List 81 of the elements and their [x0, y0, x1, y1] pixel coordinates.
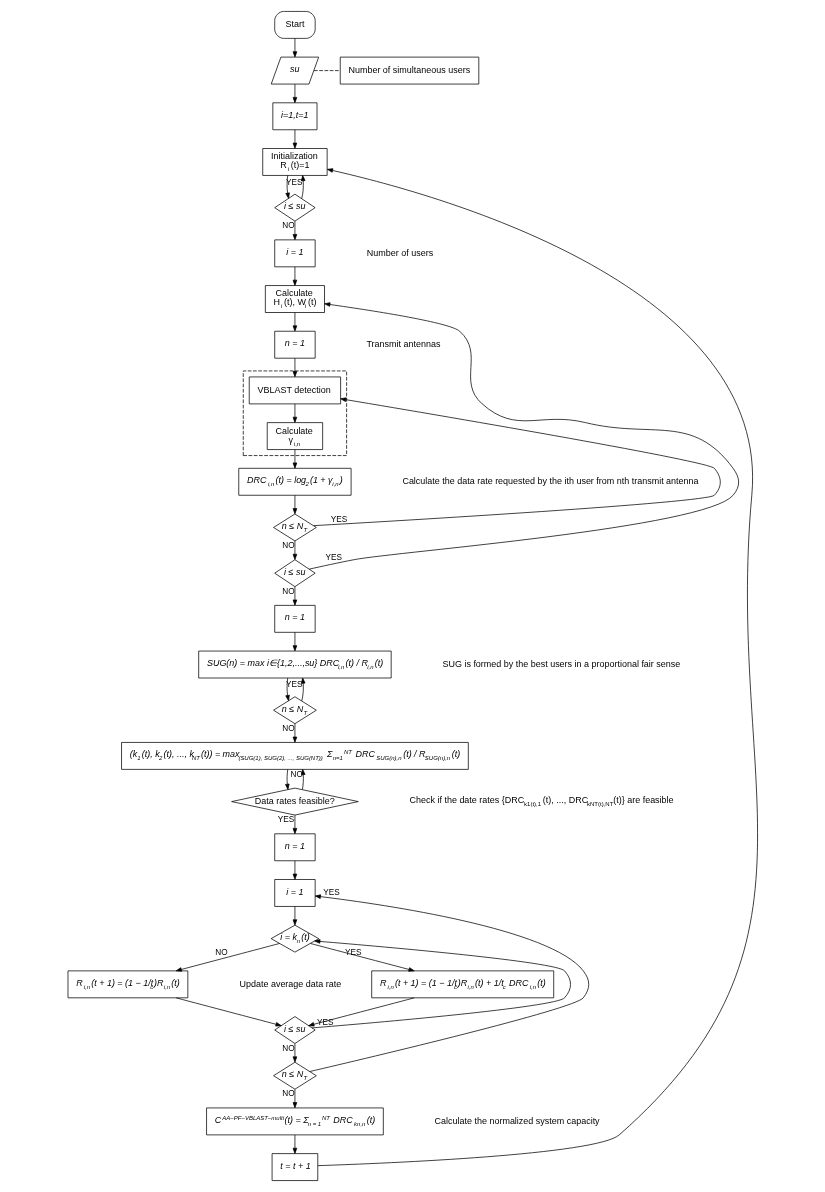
- node-box: i=1,t=1: [271, 102, 317, 131]
- node-box: i = 1: [273, 879, 316, 907]
- arrow: [292, 494, 297, 515]
- edge-label: YES: [322, 887, 340, 897]
- arrow: [284, 175, 290, 199]
- edge-label: YES: [330, 515, 347, 525]
- edge-label: YES: [316, 1018, 333, 1028]
- node-diamond: i ≤ su: [273, 559, 316, 587]
- arrow: [292, 220, 297, 241]
- edge-label: YES: [285, 177, 303, 187]
- edge-label: NO: [281, 586, 295, 596]
- node-box: Start: [273, 11, 316, 39]
- arrow: [309, 943, 415, 972]
- arrow: [284, 769, 289, 790]
- label: Number of users: [366, 247, 433, 258]
- arrow: [307, 997, 415, 1027]
- edge-label: NO: [281, 723, 295, 733]
- arrow: [292, 129, 297, 149]
- node-box: t = t + 1: [271, 1153, 318, 1181]
- node-diamond: n ≤ N$_{T}$: [272, 1061, 317, 1090]
- arrow: [292, 1043, 297, 1063]
- arrow: [292, 540, 297, 560]
- edge-label: NO: [281, 540, 295, 550]
- arrow: [308, 302, 739, 570]
- node-diamond: n ≤ N$_{T}$: [272, 513, 317, 542]
- label: Calculate the normalized system capacity: [434, 1115, 600, 1126]
- node-box: Calculate H$_{i}$(t), W$_{i}$(t): [264, 285, 325, 313]
- arrow: [292, 1088, 297, 1109]
- arrow: [292, 38, 297, 58]
- edge-label: YES: [285, 680, 303, 690]
- arrow: [292, 906, 297, 926]
- node-box: Initialization R$_{i}$(t)=1: [261, 148, 327, 176]
- arrow: [284, 677, 290, 701]
- arrow: [292, 312, 297, 332]
- edge-label: NO: [281, 221, 295, 231]
- edge-label: YES: [277, 815, 294, 825]
- arrow: [311, 939, 571, 1029]
- arrow: [308, 894, 589, 1072]
- node-box: R$_{i,n}$(t + 1) = (1 − 1/t$_{c}$)R$_{i,n}$(t): [67, 970, 188, 999]
- arrow: [317, 168, 758, 1167]
- node-box: i = 1: [273, 239, 316, 268]
- arrow: [292, 449, 297, 469]
- node-box: (k$_{1}$(t), k$_{2}$(t), ..., k$_{NT}$(t)) = max$_{(SUG(1), SUG(2), ..., SUG(NT))}$ Σ$_{n=1}$$^{NT}$ DRC$_{SUG(n),n}$(t) / R$_{SUG(n),n}$(t): [120, 742, 469, 770]
- node-box: C$^{AA−PF−VBLAST−multi}$(t) = Σ$_{n = 1}$$^{NT}$ DRC$_{kn,n}$(t): [205, 1107, 384, 1136]
- label: Transmit antennas: [365, 339, 440, 350]
- arrow: [292, 403, 297, 423]
- arrow: [312, 397, 721, 527]
- edge-label: NO: [290, 770, 303, 780]
- arrow: [292, 1134, 297, 1154]
- node-box: n = 1: [273, 833, 316, 862]
- arrow: [175, 943, 280, 972]
- arrow: [292, 357, 297, 378]
- arrow: [292, 723, 297, 743]
- arrow: [300, 677, 305, 702]
- arrow: [292, 586, 297, 606]
- label: Calculate the data rate requested by the ith user from nth transmit antenna: [401, 476, 699, 487]
- edge-label: NO: [281, 1043, 295, 1053]
- node-box: DRC$_{i,n}$(t) = log$_{2}$(1 + γ$_{i,n}$): [237, 467, 351, 496]
- arrow: [300, 175, 305, 199]
- node-box: VBLAST detection: [248, 376, 341, 405]
- node-box: Number of simultaneous users: [339, 56, 479, 85]
- node-box: SUG(n) = max i∈{1,2,...,su} DRC$_{i,n}$(t) / R$_{i,n}$(t): [197, 650, 392, 679]
- arrow: [175, 997, 282, 1027]
- node-box: n = 1: [273, 330, 316, 359]
- edge-label: YES: [324, 552, 342, 562]
- node-box: R$_{i,n}$(t + 1) = (1 − 1/t$_{c}$)R$_{i,n}$(t) + 1/t$_{c}$ DRC$_{i,n}$(t): [370, 970, 554, 999]
- edge-label: NO: [281, 1089, 295, 1099]
- arrow: [292, 632, 297, 652]
- node-box: Calculate γ$_{i,n}$: [266, 422, 323, 450]
- arrow: [292, 83, 297, 103]
- label: SUG is formed by the best users in a proportional fair sense: [441, 658, 680, 669]
- label: Check if the date rates {DRC$_{k1(t),1}$(t), ..., DRC$_{kNT(t),NT}$(t)} are feasible: [409, 795, 674, 808]
- arrow: [292, 266, 297, 286]
- arrow: [292, 860, 297, 880]
- node-diamond: Data rates feasible?: [230, 787, 359, 816]
- node-box: n = 1: [273, 605, 316, 633]
- edge-label: NO: [214, 947, 228, 957]
- edge-label: YES: [344, 947, 361, 957]
- connector: [313, 70, 340, 71]
- label: Update average data rate: [239, 978, 341, 989]
- arrow: [292, 814, 297, 834]
